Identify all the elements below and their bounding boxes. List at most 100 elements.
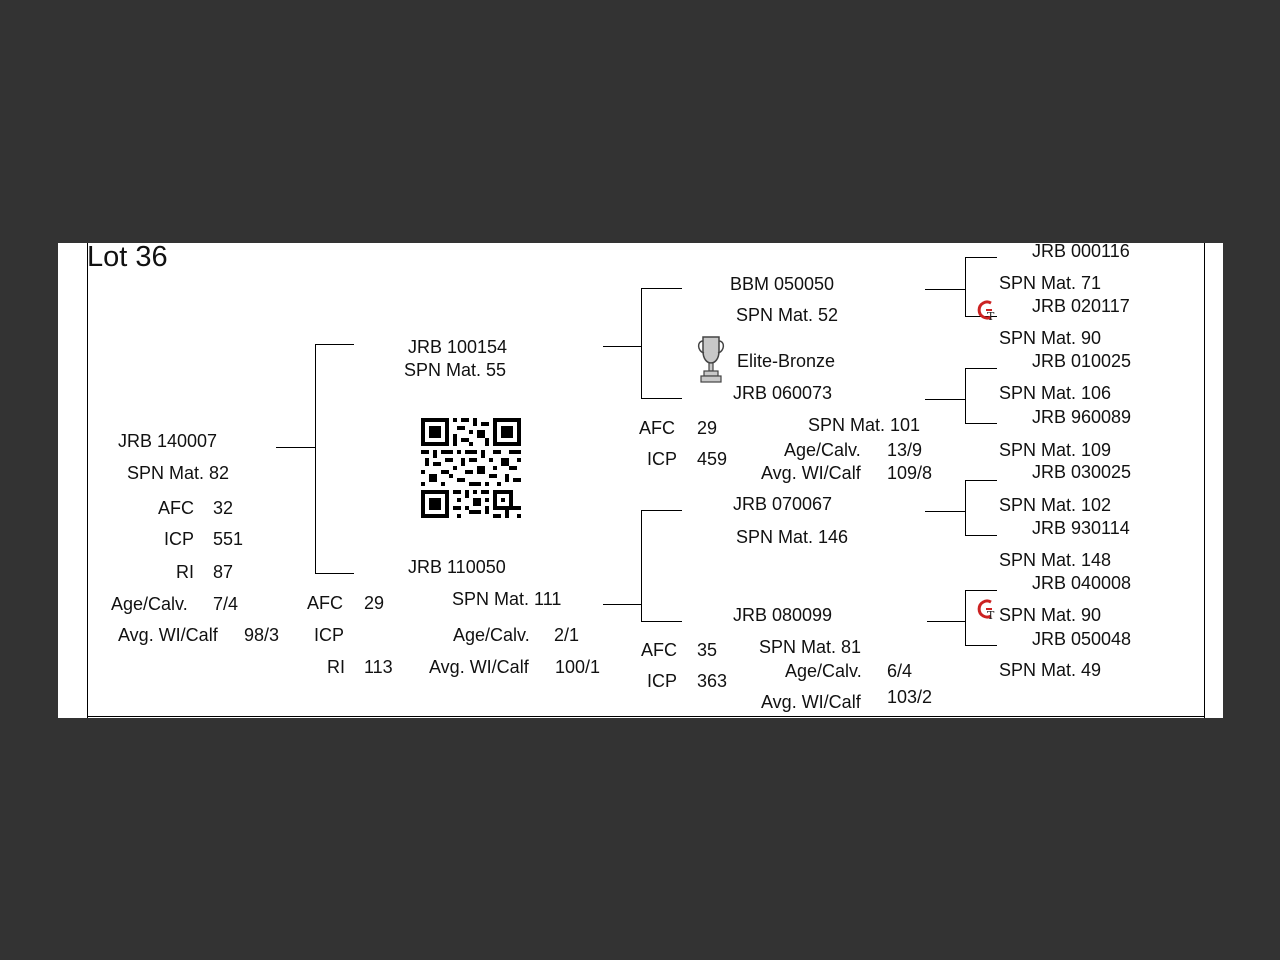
subject-ri-label: RI: [176, 562, 194, 582]
ss-connector: [641, 288, 682, 289]
dam-out-connector: [603, 604, 641, 605]
subject-spn: SPN Mat. 82: [127, 463, 230, 483]
ss-spn: SPN Mat. 52: [736, 305, 839, 325]
sd-icp-label: ICP: [647, 449, 678, 469]
ggp6-connector: [965, 535, 997, 536]
sire-bracket: [641, 288, 642, 399]
ggp2-id: JRB 020117: [1032, 296, 1130, 316]
dam-afc-label: AFC: [307, 593, 343, 613]
dam-afc-value: 29: [364, 593, 385, 613]
dam-wi-value: 100/1: [555, 657, 601, 677]
qr-code-icon[interactable]: [421, 418, 521, 518]
dam-wi-label: Avg. WI/Calf: [429, 657, 529, 677]
pedigree-card: Lot 36 JRB 140007 SPN Mat. 82 AFC 32 ICP…: [58, 241, 1223, 718]
dam-connector: [315, 573, 354, 574]
ggp1-connector: [965, 257, 997, 258]
ggp3-connector: [965, 368, 997, 369]
subject-age-value: 7/4: [213, 594, 239, 614]
subject-wi-value: 98/3: [244, 625, 280, 645]
ds-connector: [641, 510, 682, 511]
ggp7-id: JRB 040008: [1032, 573, 1132, 593]
dam-icp-label: ICP: [314, 625, 345, 645]
dam-spn: SPN Mat. 111: [452, 589, 562, 609]
dd-icp-label: ICP: [647, 671, 678, 691]
ggp5-id: JRB 030025: [1032, 462, 1132, 482]
trophy-icon: [697, 336, 725, 383]
ggp8-spn: SPN Mat. 49: [999, 660, 1102, 680]
sd-out-connector: [925, 399, 965, 400]
svg-text:T: T: [987, 609, 995, 622]
dd-afc-value: 35: [697, 640, 718, 660]
sd-spn: SPN Mat. 101: [808, 415, 921, 435]
ggp2-spn: SPN Mat. 90: [999, 328, 1102, 348]
dd-id: JRB 080099: [733, 605, 833, 625]
subject-age-label: Age/Calv.: [111, 594, 188, 614]
sd-id: JRB 060073: [733, 383, 833, 403]
ggp5-spn: SPN Mat. 102: [999, 495, 1112, 515]
subject-wi-label: Avg. WI/Calf: [118, 625, 218, 645]
ss-bracket: [965, 257, 966, 317]
dd-out-connector: [927, 621, 965, 622]
ss-id: BBM 050050: [730, 274, 835, 294]
ds-id: JRB 070067: [733, 494, 833, 514]
lot-title: Lot 36: [87, 241, 168, 273]
dam-bracket: [641, 510, 642, 622]
bottom-border: [87, 716, 1205, 717]
sd-afc-label: AFC: [639, 418, 675, 438]
sd-afc-value: 29: [697, 418, 718, 438]
svg-text:T: T: [987, 310, 995, 323]
ggp1-spn: SPN Mat. 71: [999, 273, 1102, 293]
sd-connector: [641, 398, 682, 399]
dd-age-value: 6/4: [887, 661, 913, 681]
ds-out-connector: [925, 511, 965, 512]
dd-afc-label: AFC: [641, 640, 677, 660]
sire-id: JRB 100154: [408, 337, 508, 357]
sire-spn: SPN Mat. 55: [404, 360, 507, 380]
dam-id: JRB 110050: [408, 557, 506, 577]
subject-icp-label: ICP: [164, 529, 195, 549]
sd-bracket: [965, 368, 966, 424]
subject-ri-value: 87: [213, 562, 234, 582]
ggp6-spn: SPN Mat. 148: [999, 550, 1112, 570]
subject-afc-label: AFC: [158, 498, 194, 518]
left-border: [87, 243, 88, 718]
subject-icp-value: 551: [213, 529, 244, 549]
subject-afc-value: 32: [213, 498, 234, 518]
ggp8-connector: [965, 645, 997, 646]
sire-out-connector: [603, 346, 641, 347]
sire-connector: [315, 344, 354, 345]
sd-wi-label: Avg. WI/Calf: [761, 463, 861, 483]
ggp6-id: JRB 930114: [1032, 518, 1130, 538]
ds-bracket: [965, 480, 966, 536]
gt-icon: T: [977, 300, 995, 323]
ggp7-spn: SPN Mat. 90: [999, 605, 1102, 625]
sd-wi-value: 109/8: [887, 463, 933, 483]
ggp4-spn: SPN Mat. 109: [999, 440, 1112, 460]
ggp1-id: JRB 000116: [1032, 241, 1130, 261]
sd-icp-value: 459: [697, 449, 728, 469]
dd-icp-value: 363: [697, 671, 728, 691]
ggp8-id: JRB 050048: [1032, 629, 1132, 649]
ggp5-connector: [965, 480, 997, 481]
ggp7-connector: [965, 590, 997, 591]
dd-bracket: [965, 590, 966, 646]
subject-bracket: [315, 344, 316, 574]
ggp4-connector: [965, 423, 997, 424]
dd-wi-value: 103/2: [887, 687, 933, 707]
dam-ri-value: 113: [364, 657, 393, 677]
ds-spn: SPN Mat. 146: [736, 527, 849, 547]
ss-out-connector: [925, 289, 965, 290]
gt-icon: T: [977, 599, 995, 622]
ggp3-spn: SPN Mat. 106: [999, 383, 1112, 403]
dam-age-value: 2/1: [554, 625, 580, 645]
subject-connector: [276, 447, 315, 448]
ss-award: Elite-Bronze: [737, 351, 836, 371]
dd-spn: SPN Mat. 81: [759, 637, 862, 657]
right-border: [1204, 243, 1205, 718]
dd-age-label: Age/Calv.: [785, 661, 862, 681]
subject-id: JRB 140007: [118, 431, 218, 451]
sd-age-value: 13/9: [887, 440, 923, 460]
sd-age-label: Age/Calv.: [784, 440, 861, 460]
dam-age-label: Age/Calv.: [453, 625, 530, 645]
ggp4-id: JRB 960089: [1032, 407, 1132, 427]
